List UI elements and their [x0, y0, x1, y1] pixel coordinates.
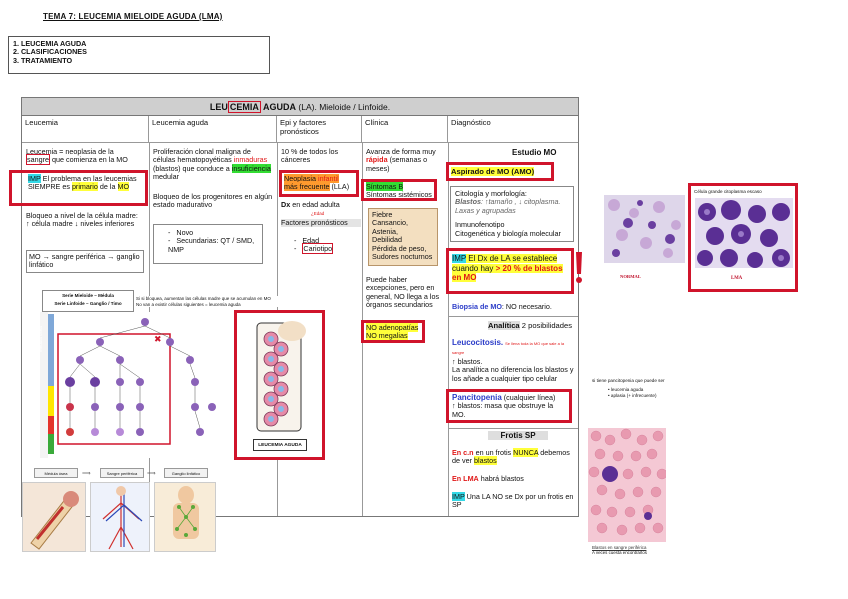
blast-smear-image — [588, 428, 668, 542]
index-item-2: 2. CLASIFICACIONES — [13, 47, 87, 57]
leucemia-aguda-label: LEUCEMIA AGUDA — [253, 439, 307, 451]
leucemia-def: Leucemia = neoplasia de la sangre que co… — [26, 147, 128, 166]
dx-frotis-cn: En c.n en un frotis NUNCA debemos de ver… — [452, 448, 570, 466]
col-clinica: Clínica — [362, 116, 448, 143]
dx-pancitopenia-box: Pancitopenia (cualquier línea) ↑ blastos… — [446, 389, 572, 423]
epi-list: - Edad - Cariotipo — [294, 236, 334, 255]
dx-frotis: Frotis SP — [488, 431, 548, 440]
label-ganglio: Ganglio linfático — [164, 468, 208, 478]
dx-frotis-imp: IMP Una LA NO se Dx por un frotis en SP — [452, 492, 574, 510]
dx-imp-box: IMP El Dx de LA se establece cuando hay … — [446, 248, 574, 294]
dx-analitica: Analítica 2 posibilidades — [488, 321, 573, 330]
col-epi: Epi y factores pronósticos — [277, 116, 362, 143]
leucemia-flow: MO → sangre periférica → ganglio linfáti… — [26, 250, 144, 273]
epi-cancer: 10 % de todos los cánceres — [281, 147, 339, 165]
clinica-excepciones: Puede haber excepciones, pero en general… — [366, 275, 440, 310]
serie-linfoide: Serie Linfoide – Ganglio / Timo — [54, 301, 122, 306]
leucemia-aguda-figure: LEUCEMIA AGUDA — [234, 310, 325, 460]
arrow-icon: ⟹ — [147, 471, 156, 477]
epi-infantil: Neoplasia infantil más frecuente (LLA) — [279, 170, 359, 197]
index-item-1: 1. LEUCEMIA AGUDA — [13, 39, 87, 48]
dx-biopsia: Biopsia de MO: NO necesario. — [452, 302, 552, 311]
dx-amo-box: Aspirado de MO (AMO) — [446, 162, 554, 181]
page-title: TEMA 7: LEUCEMIA MIELOIDE AGUDA (LMA) — [43, 12, 223, 21]
serie-box: Serie Mieloide – Médula Serie Linfoide –… — [42, 290, 134, 312]
col-leucemia: Leucemia — [22, 116, 149, 143]
dx-estudio-mo: Estudio MO — [512, 148, 557, 157]
dx-citologia-box: Citología y morfología: Blastos: ↑tamaño… — [450, 186, 574, 242]
medula-side-label: Médula ósea — [38, 326, 43, 352]
normal-smear-image — [604, 195, 685, 263]
index-item-3: 3. TRATAMIENTO — [13, 55, 73, 65]
dx-divider — [448, 428, 578, 429]
hematopoiesis-diagram: ✖ Médula ósea — [38, 312, 220, 458]
dx-leucocitosis: Leucocitosis. Se llena toda la MO que sa… — [452, 338, 574, 383]
serie-mieloide: Serie Mieloide – Médula — [62, 293, 114, 298]
col-divider — [448, 143, 449, 516]
col-diagnostico: Diagnóstico — [448, 116, 578, 143]
lymph-image — [154, 482, 216, 552]
head-rest: (LA). Mieloide / Linfoide. — [296, 102, 391, 112]
clinica-sx-box: Fiebre Cansancio, Astenia, Debilidad Pér… — [368, 208, 438, 266]
dx-divider — [448, 316, 578, 317]
leucemia-bloqueo: Bloqueo a nivel de la célula madre:↑ cél… — [26, 211, 138, 229]
lma-smear-image — [695, 198, 793, 268]
aguda-def: Proliferación clonal maligna de células … — [153, 147, 271, 182]
bone-image — [22, 482, 86, 552]
aguda-bloqueo: Bloqueo de los progenitores en algún est… — [153, 192, 273, 210]
epi-factores: Factores pronósticos — [281, 218, 361, 228]
lma-caption-top: Célula grande citoplasma escaso — [694, 189, 762, 194]
normal-caption: NORMAL — [620, 274, 641, 279]
pancitopenia-note: si tiene pancitopenia que puede ser • le… — [592, 378, 665, 398]
anatomy-strip: Médula ósea Sangre periférica Ganglio li… — [22, 464, 216, 554]
leucemia-imp-box: IMP El problema en las leucemias SIEMPRE… — [9, 170, 148, 206]
head-pre: LEU — [209, 102, 228, 112]
blood-vessels-image — [90, 482, 150, 552]
aguda-types: - Novo - Secundarias: QT / SMD, NMP — [153, 224, 263, 264]
serie-note: Si si bloquea, aumentan las células madr… — [136, 296, 326, 307]
exclamation-icon — [573, 251, 585, 285]
label-medula: Médula ósea — [34, 468, 78, 478]
arrow-icon: ⟹ — [82, 471, 91, 477]
dx-frotis-lma: En LMA habrá blastos — [452, 474, 524, 483]
svg-text:✖: ✖ — [154, 335, 162, 345]
label-sangre: Sangre periférica — [100, 468, 144, 478]
epi-dx: Dx en edad adulta ¿Edad — [281, 200, 340, 217]
head-mid: CEMIA — [227, 101, 261, 113]
lma-figure: Célula grande citoplasma escaso LMA — [688, 183, 798, 292]
col-aguda: Leucemia aguda — [149, 116, 277, 143]
index-box: 1. LEUCEMIA AGUDA 2. CLASIFICACIONES 3. … — [8, 36, 270, 74]
lma-caption: LMA — [731, 276, 743, 281]
blast-smear-caption: Blastos en sangre periférica A veces cue… — [592, 545, 647, 556]
head-bold: AGUDA — [260, 102, 297, 112]
clinica-avance: Avanza de forma muy rápida (semanas o me… — [366, 147, 436, 173]
